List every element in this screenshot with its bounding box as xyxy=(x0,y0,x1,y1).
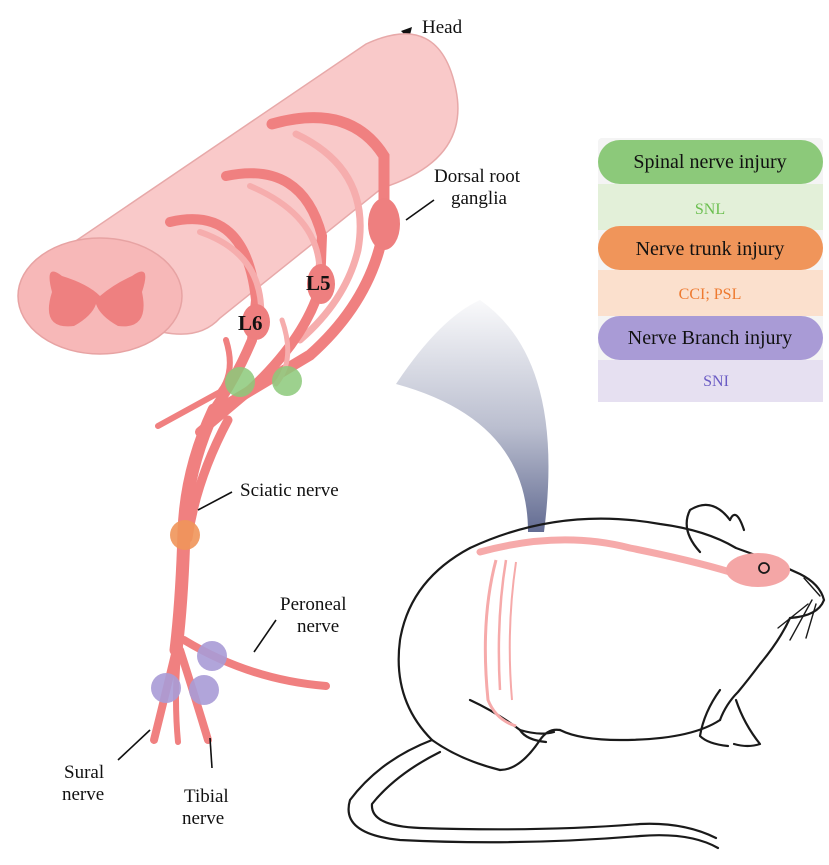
legend-spinal-model: SNL xyxy=(695,201,725,218)
sni-marker-peroneal xyxy=(197,641,227,671)
sni-marker-tibial xyxy=(189,675,219,705)
magnification-beam xyxy=(396,300,548,532)
rat-nerve-overlay xyxy=(480,540,790,726)
tibial-label-line1: Tibial xyxy=(184,786,229,807)
legend-trunk-model: CCI; PSL xyxy=(679,286,742,303)
l5-label: L5 xyxy=(306,271,331,295)
peroneal-label-line2: nerve xyxy=(297,616,339,637)
injury-legend: Spinal nerve injury SNL Nerve trunk inju… xyxy=(598,138,823,402)
rat-brain-region xyxy=(726,553,790,587)
drg-label-line1: Dorsal root xyxy=(434,166,521,187)
legend-branch-model: SNI xyxy=(703,373,729,390)
snl-marker-l6 xyxy=(225,367,255,397)
l6-label: L6 xyxy=(238,311,263,335)
head-label: Head xyxy=(422,17,463,38)
peroneal-label-line1: Peroneal xyxy=(280,594,346,615)
tibial-label-line2: nerve xyxy=(182,808,224,829)
sural-label-line1: Sural xyxy=(64,762,104,783)
spinal-cord xyxy=(18,34,458,354)
legend-spinal-title: Spinal nerve injury xyxy=(633,151,786,173)
snl-marker-l5 xyxy=(272,366,302,396)
legend-trunk-title: Nerve trunk injury xyxy=(636,238,785,260)
sni-marker-sural xyxy=(151,673,181,703)
sural-label-line2: nerve xyxy=(62,784,104,805)
legend-branch-title: Nerve Branch injury xyxy=(628,327,792,349)
trunk-injury-marker xyxy=(170,520,200,550)
sciatic-nerve-label: Sciatic nerve xyxy=(240,480,339,501)
drg-label-line2: ganglia xyxy=(451,188,507,209)
dorsal-root-ganglion xyxy=(368,198,400,250)
